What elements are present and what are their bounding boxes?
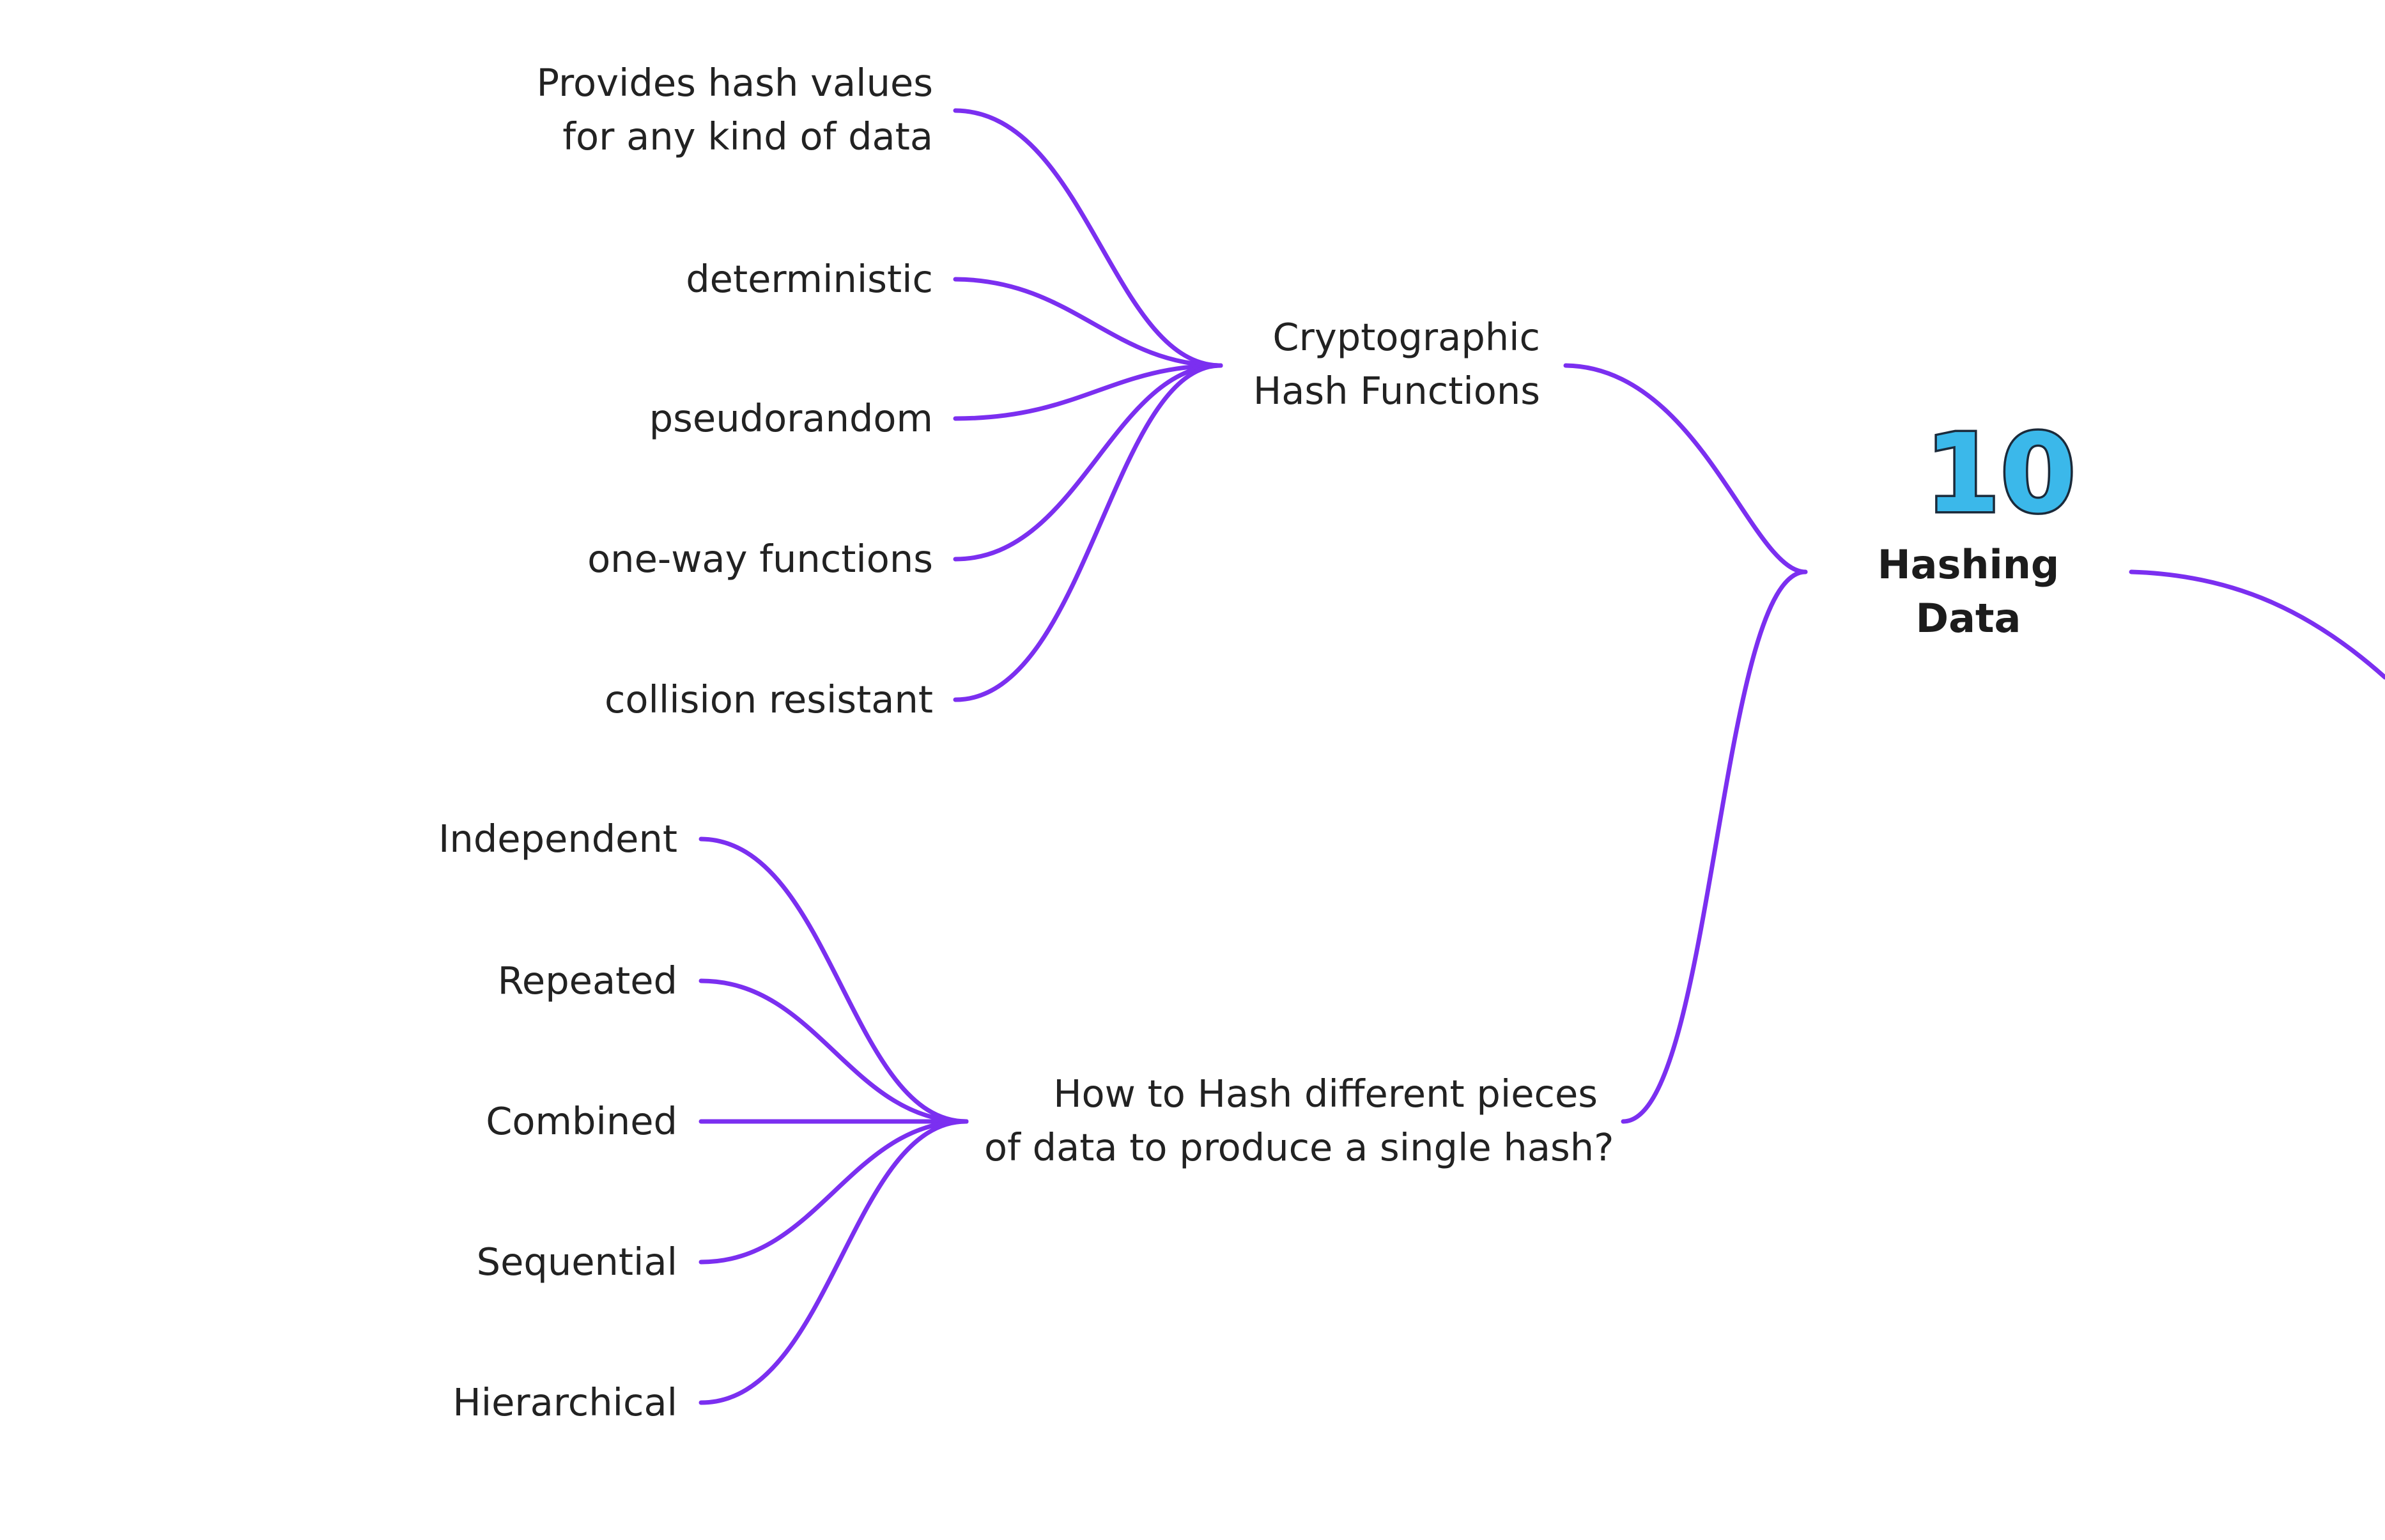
leaf-hash-values-line-2: for any kind of data	[562, 114, 933, 158]
leaf-node-deterministic[interactable]: deterministic	[498, 252, 933, 306]
edge-crypto-child-3	[953, 363, 1223, 421]
edge-root-crypto	[1563, 363, 1808, 574]
branch-node-crypto[interactable]: Cryptographic Hash Functions	[1201, 311, 1540, 418]
badge-number: 10	[1925, 422, 2076, 530]
root-node-title[interactable]: Hashing Data	[1877, 541, 2060, 642]
branch-howto-line-1: How to Hash different pieces	[1053, 1072, 1598, 1116]
edge-howto-child-4	[699, 1119, 969, 1265]
leaf-repeated-label: Repeated	[497, 959, 677, 1003]
edge-howto-child-5	[699, 1119, 969, 1405]
leaf-collision-label: collision resistant	[604, 677, 933, 721]
edge-crypto-child-2	[953, 277, 1223, 368]
leaf-combined-label: Combined	[486, 1099, 677, 1143]
leaf-node-one-way[interactable]: one-way functions	[498, 532, 933, 586]
branch-howto-line-2: of data to produce a single hash?	[984, 1125, 1614, 1169]
edge-root-howto	[1621, 569, 1808, 1124]
edge-howto-child-1	[699, 836, 969, 1124]
leaf-deterministic-label: deterministic	[686, 257, 933, 301]
leaf-node-hash-values[interactable]: Provides hash values for any kind of dat…	[498, 56, 933, 164]
leaf-hierarchical-label: Hierarchical	[452, 1380, 677, 1424]
branch-crypto-line-2: Hash Functions	[1253, 369, 1540, 413]
number-badge-icon: 10	[1924, 422, 2077, 530]
leaf-sequential-label: Sequential	[476, 1240, 677, 1284]
edge-root-offscreen	[2129, 569, 2385, 680]
edge-crypto-child-1	[953, 108, 1223, 368]
leaf-one-way-label: one-way functions	[587, 537, 933, 581]
branch-crypto-line-1: Cryptographic	[1272, 315, 1540, 359]
leaf-node-pseudorandom[interactable]: pseudorandom	[498, 392, 933, 445]
leaf-node-independent[interactable]: Independent	[358, 812, 677, 866]
leaf-node-collision[interactable]: collision resistant	[498, 673, 933, 727]
leaf-pseudorandom-label: pseudorandom	[649, 396, 933, 440]
leaf-independent-label: Independent	[438, 817, 677, 861]
leaf-node-sequential[interactable]: Sequential	[358, 1235, 677, 1289]
leaf-node-combined[interactable]: Combined	[358, 1095, 677, 1148]
edge-crypto-child-4	[953, 363, 1223, 562]
leaf-hash-values-line-1: Provides hash values	[536, 61, 933, 105]
edge-howto-child-2	[699, 978, 969, 1124]
branch-node-howto[interactable]: How to Hash different pieces of data to …	[984, 1067, 1614, 1174]
edge-crypto-child-5	[953, 363, 1223, 702]
leaf-node-hierarchical[interactable]: Hierarchical	[358, 1376, 677, 1429]
leaf-node-repeated[interactable]: Repeated	[358, 954, 677, 1008]
